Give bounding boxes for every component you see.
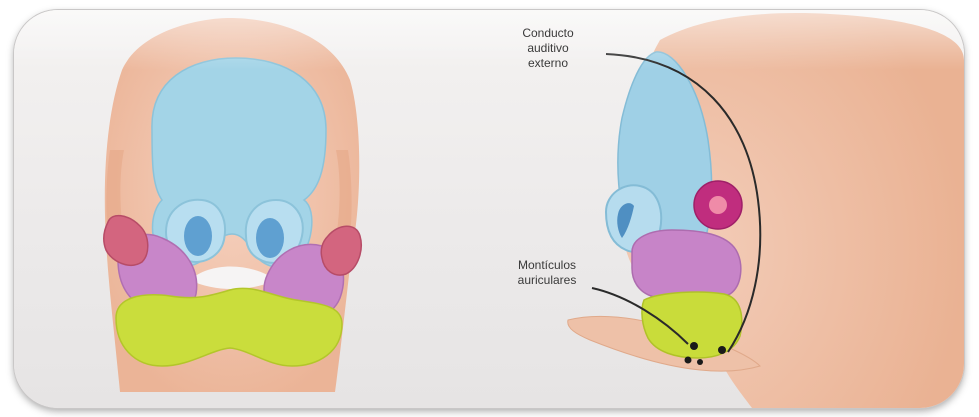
nasal-pit-right bbox=[256, 218, 284, 258]
hillock-marker-4 bbox=[697, 359, 703, 365]
lateral-view bbox=[568, 13, 964, 408]
hillock-marker-1 bbox=[690, 342, 698, 350]
label-conducto-line3: externo bbox=[503, 56, 593, 71]
label-conducto-line2: auditivo bbox=[503, 41, 593, 56]
label-monticulos-line2: auriculares bbox=[498, 273, 596, 288]
label-monticulos-auriculares: Montículos auriculares bbox=[498, 258, 596, 288]
nasal-pit-left bbox=[184, 216, 212, 256]
label-conducto-line1: Conducto bbox=[503, 26, 593, 41]
label-conducto-auditivo-externo: Conducto auditivo externo bbox=[503, 26, 593, 71]
lateral-maxillary bbox=[632, 230, 741, 300]
label-monticulos-line1: Montículos bbox=[498, 258, 596, 273]
frontal-view bbox=[104, 18, 361, 392]
eye-inner bbox=[709, 196, 727, 214]
hillock-marker-3 bbox=[718, 346, 726, 354]
hillock-marker-2 bbox=[685, 357, 692, 364]
